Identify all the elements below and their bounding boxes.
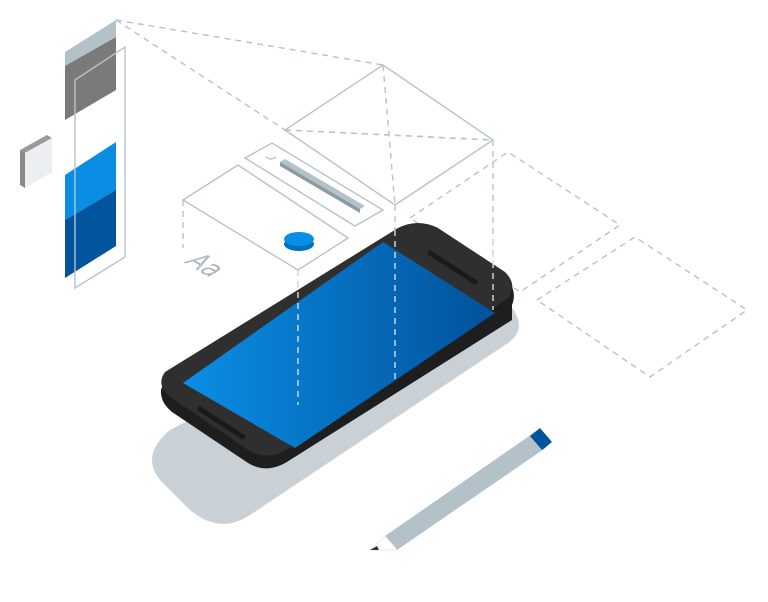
color-swatch-stack bbox=[65, 20, 126, 290]
phone-speaker-top bbox=[427, 250, 478, 285]
slider-bar bbox=[280, 159, 365, 209]
swatch-gray-light bbox=[65, 20, 116, 66]
swatch-blue-dark bbox=[65, 190, 116, 278]
wireframe-slider-panel bbox=[243, 142, 385, 227]
guide-lines bbox=[115, 19, 494, 141]
smartphone bbox=[160, 223, 514, 469]
typography-sample: Aa bbox=[178, 250, 233, 282]
swatch-gray-dark bbox=[65, 37, 116, 120]
small-block-icon bbox=[20, 135, 52, 188]
phone-speaker-bottom bbox=[197, 406, 246, 440]
toggle-icon bbox=[265, 156, 277, 160]
blue-button-icon bbox=[284, 232, 314, 246]
dashed-layer-placeholders bbox=[408, 151, 749, 378]
phone-screen bbox=[183, 242, 495, 448]
swatch-blue-light bbox=[65, 142, 116, 220]
pencil-icon bbox=[368, 425, 552, 551]
swatch-frame bbox=[74, 45, 126, 290]
